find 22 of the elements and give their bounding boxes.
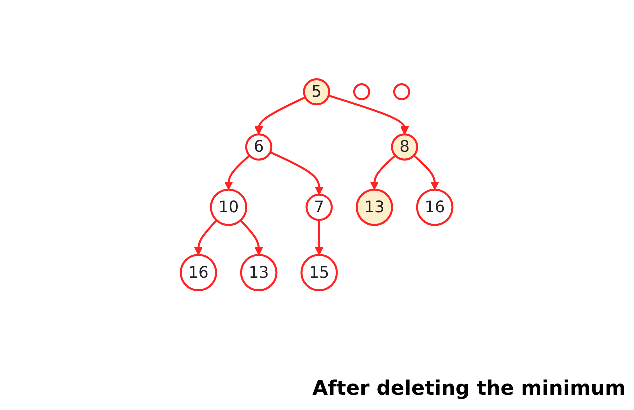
node-circle: [394, 84, 411, 101]
node-circle: 7: [306, 194, 334, 222]
node-circle: 13: [240, 254, 278, 292]
arrow: [254, 96, 306, 136]
node-circle: 15: [300, 254, 338, 292]
node-circle: 13: [356, 188, 394, 226]
node-circle: 5: [303, 78, 331, 106]
node-circle: 16: [180, 254, 218, 292]
arrow: [270, 152, 324, 196]
arrow: [315, 220, 324, 256]
arrow: [370, 155, 396, 190]
arrow: [414, 155, 440, 190]
arrow: [194, 220, 218, 256]
node-circle: 16: [416, 188, 454, 226]
node-circle: 6: [246, 134, 273, 161]
node-circle: 10: [210, 188, 248, 226]
arrow: [328, 94, 410, 136]
arrow: [224, 155, 251, 190]
node-circle: 8: [391, 134, 419, 161]
node-circle: [354, 84, 371, 101]
arrow: [240, 220, 264, 256]
caption: After deleting the minimum: [312, 376, 626, 400]
